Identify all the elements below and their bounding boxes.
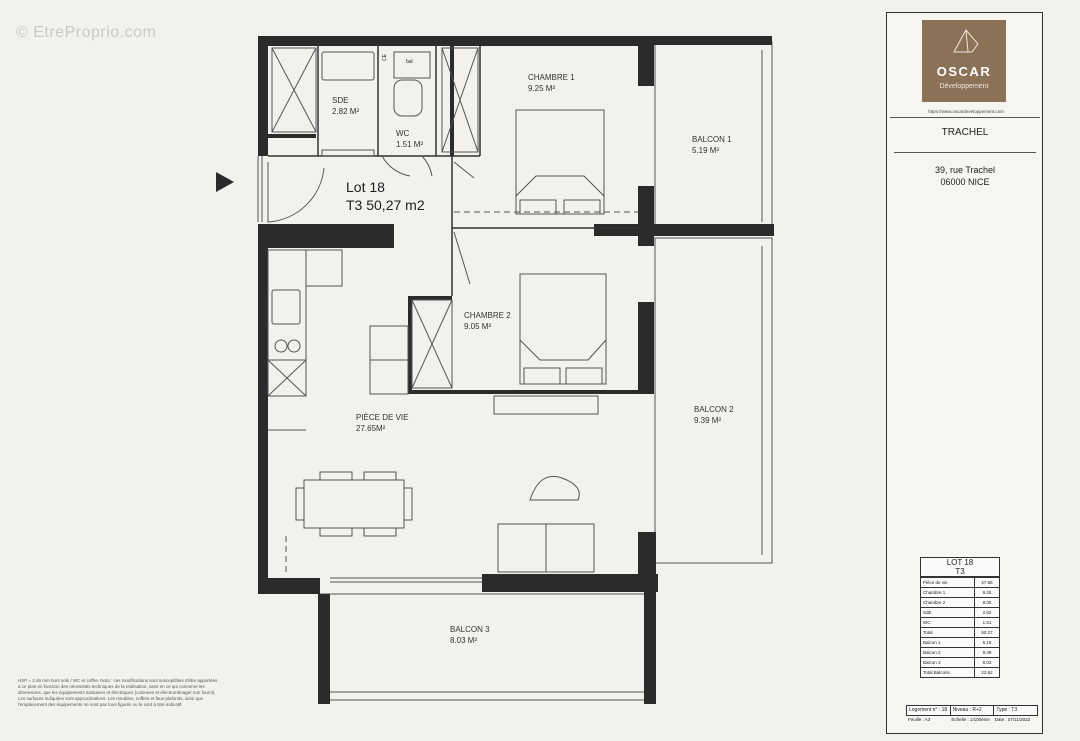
- divider: [890, 117, 1040, 118]
- entrance-arrow-icon: [216, 172, 234, 192]
- plan-notes: HSP = 2,46 mm hors sols / WC et coffre. …: [18, 678, 218, 707]
- ce-label: CE: [382, 53, 388, 61]
- footer-info: Logement n° : 18 Niveau : R+2 Type : T3: [906, 705, 1038, 716]
- kitchen: [267, 249, 409, 431]
- divider: [894, 152, 1036, 153]
- project-name: TRACHEL: [941, 127, 989, 138]
- walls: [258, 36, 774, 704]
- brand-logo: [922, 20, 1006, 102]
- doors: [257, 155, 475, 285]
- address-city: 06000 NICE: [940, 177, 990, 187]
- bal-label: bal: [406, 59, 413, 65]
- house-logo-icon: [953, 29, 979, 53]
- address-street: 39, rue Trachel: [934, 165, 996, 175]
- table-title: LOT 18 T3: [921, 558, 999, 577]
- living-furniture: [295, 471, 595, 583]
- brand-name: OSCAR: [936, 64, 992, 79]
- brand-url: https://www.oscardeveloppement.com: [928, 109, 1004, 114]
- dashed-lines: [268, 211, 638, 576]
- footer-meta: Feuille : A3 Echelle : 1/100ème Date : 0…: [908, 717, 1031, 722]
- brand-subtitle: Développement: [939, 83, 989, 90]
- lot-title: Lot 18 T3 50,27 m2: [346, 179, 425, 213]
- beds: [493, 109, 607, 415]
- fixtures: [267, 47, 479, 397]
- watermark: © EtreProprio.com: [16, 24, 157, 41]
